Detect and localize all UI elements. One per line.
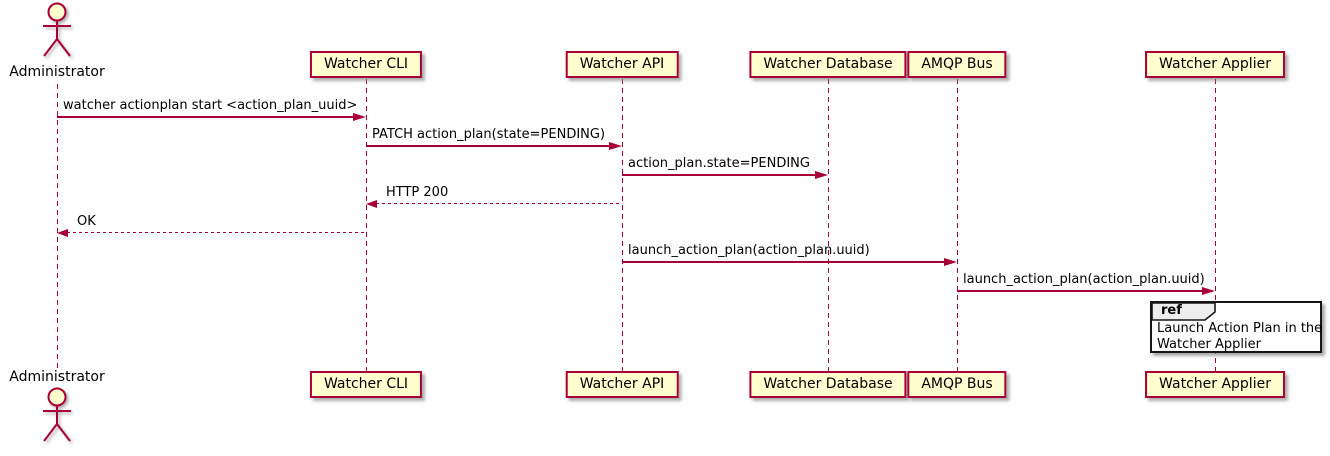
message-line (67, 232, 366, 234)
participant-box-api: Watcher API (565, 51, 679, 78)
message-label: watcher actionplan start <action_plan_uu… (63, 98, 358, 113)
message-line (622, 261, 946, 263)
participant-box-db: Watcher Database (749, 371, 907, 398)
message-label: launch_action_plan(action_plan.uuid) (963, 272, 1205, 287)
actor-icon (43, 2, 71, 57)
participant-box-api: Watcher API (565, 371, 679, 398)
participant-box-cli: Watcher CLI (309, 51, 423, 78)
arrowhead (1202, 286, 1215, 295)
participant-box-applier: Watcher Applier (1145, 371, 1285, 398)
lifeline-amqp (956, 79, 959, 371)
actor-icon (43, 387, 71, 442)
arrowhead (815, 170, 828, 179)
message-line (366, 145, 611, 147)
message-label: launch_action_plan(action_plan.uuid) (628, 243, 870, 258)
participant-box-cli: Watcher CLI (309, 371, 423, 398)
arrowhead (609, 141, 622, 150)
ref-text: Launch Action Plan in the Watcher Applie… (1157, 321, 1322, 353)
message-line (957, 290, 1204, 292)
message-line (622, 174, 817, 176)
arrowhead (366, 199, 377, 208)
participant-box-amqp: AMQP Bus (907, 371, 1007, 398)
message-label: PATCH action_plan(state=PENDING) (372, 127, 606, 142)
arrowhead (57, 228, 68, 237)
ref-pentagon-icon (1151, 302, 1216, 321)
ref-text-line: Watcher Applier (1157, 337, 1261, 352)
ref-keyword: ref (1161, 303, 1182, 318)
message-line (376, 203, 622, 205)
participant-box-amqp: AMQP Bus (907, 51, 1007, 78)
participant-box-applier: Watcher Applier (1145, 51, 1285, 78)
message-label: OK (77, 214, 96, 229)
arrowhead (944, 257, 957, 266)
lifeline-administrator (56, 84, 59, 371)
message-label: HTTP 200 (386, 185, 449, 200)
arrowhead (353, 112, 366, 121)
lifeline-cli (365, 79, 368, 371)
actor-label: Administrator (9, 369, 105, 385)
message-line (57, 116, 355, 118)
ref-fragment: ref Launch Action Plan in the Watcher Ap… (1150, 301, 1322, 353)
participant-box-db: Watcher Database (749, 51, 907, 78)
actor-label: Administrator (9, 64, 105, 80)
lifeline-applier (1214, 79, 1217, 371)
lifeline-db (827, 79, 830, 371)
message-label: action_plan.state=PENDING (628, 156, 810, 171)
lifeline-api (621, 79, 624, 371)
ref-text-line: Launch Action Plan in the (1157, 321, 1323, 336)
